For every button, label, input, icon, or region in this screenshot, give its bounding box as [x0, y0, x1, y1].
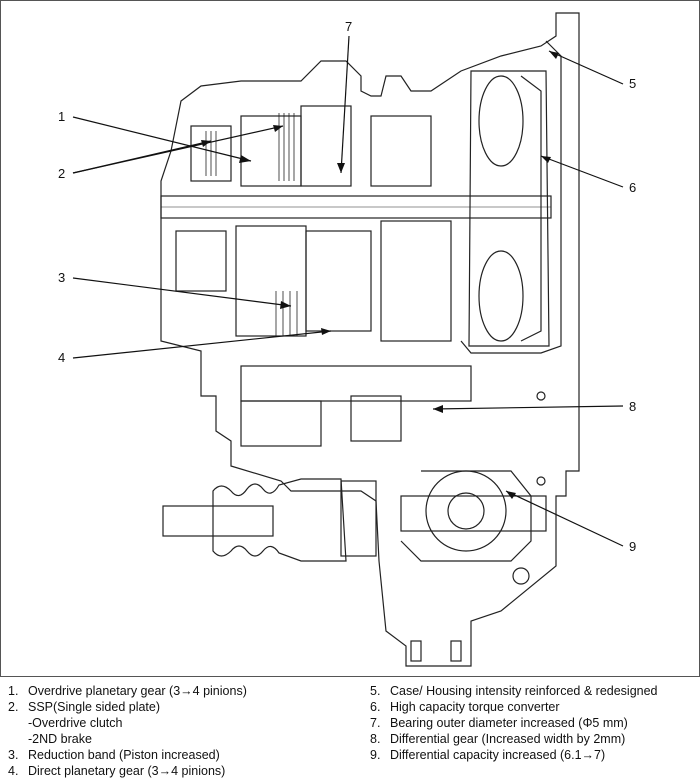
legend-item-2-sub-2: -2ND brake: [28, 732, 92, 746]
counter-shaft: [240, 365, 472, 402]
callout-5: 5: [629, 76, 637, 91]
leader-6: [540, 155, 624, 188]
legend-item-9: 9.Differential capacity increased (6.1→7…: [370, 748, 606, 762]
legend-item-7: 7.Bearing outer diameter increased (Φ5 m…: [370, 716, 628, 730]
legend-item-2-sub-1: -Overdrive clutch: [28, 716, 123, 730]
leader-1: [72, 116, 252, 162]
transmission-drawing: [72, 12, 624, 667]
legend-item-6: 6.High capacity torque converter: [370, 700, 560, 714]
callout-2: 2: [58, 166, 66, 181]
leader-5: [548, 50, 624, 85]
legend-item-5: 5.Case/ Housing intensity reinforced & r…: [370, 684, 658, 698]
legend-item-1: 1.Overdrive planetary gear (3→4 pinions): [8, 684, 247, 698]
legend-item-8: 8.Differential gear (Increased width by …: [370, 732, 626, 746]
drive-axle: [162, 505, 274, 537]
leader-7: [340, 35, 350, 174]
leader-9: [505, 490, 624, 547]
leader-3: [72, 277, 292, 307]
callout-8: 8: [629, 399, 637, 414]
differential: [425, 470, 507, 552]
legend-right-column: 5.Case/ Housing intensity reinforced & r…: [370, 683, 658, 763]
cv-boot: [212, 478, 347, 562]
callout-3: 3: [58, 270, 66, 285]
callout-9: 9: [629, 539, 637, 554]
leader-4: [72, 330, 332, 359]
case-outline: [160, 12, 580, 667]
callout-7: 7: [345, 19, 353, 34]
leader-2b: [72, 125, 284, 174]
legend-item-2: 2.SSP(Single sided plate): [8, 700, 161, 714]
transmission-cross-section-figure: 1 2 3 4 5 6 7 8 9: [0, 0, 700, 677]
leader-8: [432, 405, 624, 410]
legend-left-column: 1.Overdrive planetary gear (3→4 pinions)…: [8, 683, 247, 779]
torque-converter: [468, 70, 550, 347]
callout-1: 1: [58, 109, 66, 124]
callout-4: 4: [58, 350, 66, 365]
legend: 1.Overdrive planetary gear (3→4 pinions)…: [0, 678, 700, 778]
legend-item-3: 3.Reduction band (Piston increased): [8, 748, 220, 762]
callout-6: 6: [629, 180, 637, 195]
legend-item-4: 4.Direct planetary gear (3→4 pinions): [8, 764, 226, 778]
